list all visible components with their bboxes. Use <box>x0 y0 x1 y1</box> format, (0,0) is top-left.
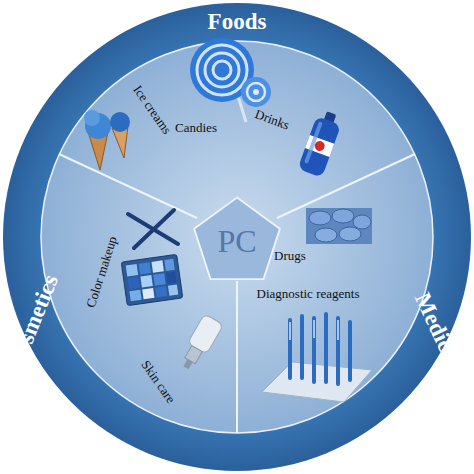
item-label: Ice creams <box>130 83 174 137</box>
item-label: Diagnostic reagents <box>257 287 360 301</box>
drink-bottle-picture <box>298 109 344 178</box>
ice-cream-picture <box>84 110 130 170</box>
item-label: Drinks <box>253 107 291 133</box>
node-label: PC <box>217 223 256 260</box>
pentagon-shape <box>194 198 280 280</box>
pills-picture <box>306 208 372 244</box>
brushes-picture <box>128 210 178 248</box>
sector-title: Foods <box>208 9 267 34</box>
skin-care-bottle-picture <box>176 314 223 373</box>
outer-ring <box>3 3 471 471</box>
item-label: Drugs <box>274 249 306 263</box>
inner-disc <box>41 41 433 433</box>
item-label: Skin care <box>138 358 178 406</box>
item-label: Candies <box>175 121 217 135</box>
item-label: Color makeup <box>84 235 120 310</box>
center-pentagon: PC <box>191 193 283 285</box>
sector-dividers <box>59 154 415 433</box>
test-tube-rack-picture <box>262 314 372 402</box>
palette-picture <box>121 254 183 305</box>
sector-title: Medical <box>410 289 466 371</box>
sector-title: Cosmetics <box>3 271 64 373</box>
